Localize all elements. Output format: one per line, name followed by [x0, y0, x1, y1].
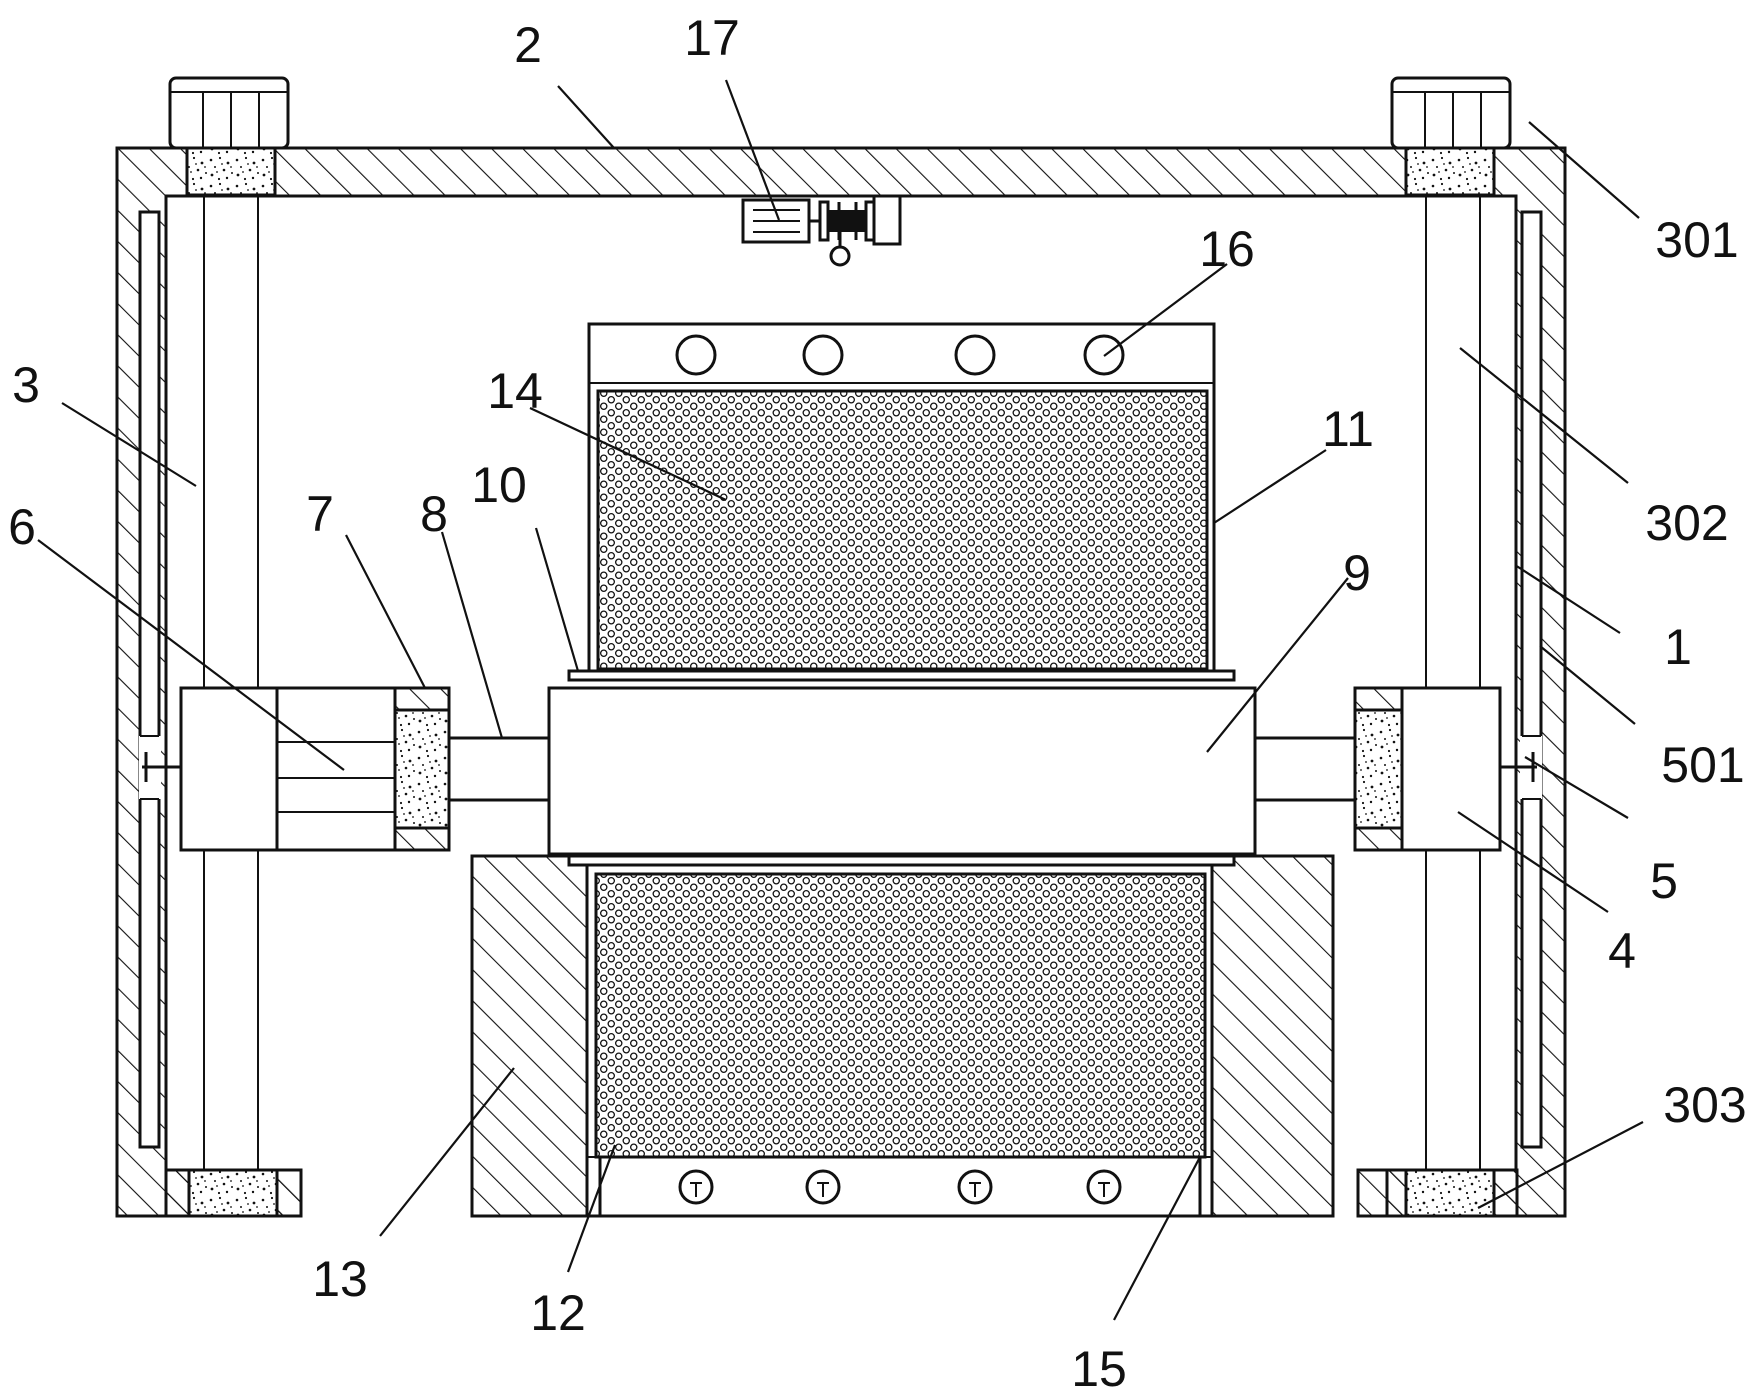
label-11: 11: [1322, 401, 1374, 457]
label-16: 16: [1199, 221, 1255, 277]
top-right-bearing: [1404, 146, 1496, 197]
top-left-bearing: [185, 146, 277, 197]
label-1: 1: [1664, 619, 1692, 675]
label-17: 17: [684, 10, 740, 66]
right-shaft: [1253, 736, 1357, 802]
right-motor-head: [1390, 76, 1512, 150]
left-motor-head: [168, 76, 290, 150]
roller: [547, 686, 1257, 856]
callout-labels: 2 17 301 16 3 14 11 10 302 7 8 6 9 1 501…: [8, 10, 1747, 1397]
right-guide-rail: [1520, 210, 1543, 1149]
label-15: 15: [1071, 1341, 1127, 1397]
upper-plate: [567, 669, 1236, 682]
label-9: 9: [1343, 545, 1371, 601]
spray-nozzles: [678, 1169, 1122, 1205]
left-bearing-housing: [393, 686, 451, 852]
left-guide-rail: [138, 210, 161, 1149]
left-moving-block: [179, 686, 397, 852]
label-6: 6: [8, 499, 36, 555]
left-support-block: [470, 854, 589, 1218]
bottom-left-bearing: [164, 1168, 303, 1218]
label-14: 14: [487, 363, 543, 419]
upper-honeycomb-panel-14: [596, 389, 1209, 671]
lower-honeycomb-panel-12: [594, 872, 1207, 1159]
bottom-right-bearing: [1385, 1168, 1519, 1218]
left-lead-screw: [203, 196, 259, 1170]
label-303: 303: [1663, 1077, 1746, 1133]
left-shaft: [447, 736, 551, 802]
label-301: 301: [1655, 212, 1738, 268]
right-support-block: [1210, 854, 1335, 1218]
label-7: 7: [306, 486, 334, 542]
leader-lines: [37, 79, 1644, 1321]
label-10: 10: [471, 457, 527, 513]
label-13: 13: [312, 1251, 368, 1307]
right-slider: [1500, 752, 1537, 782]
label-4: 4: [1608, 923, 1636, 979]
right-lead-screw: [1425, 196, 1481, 1170]
right-bearing-housing: [1353, 686, 1404, 852]
right-moving-block: [1400, 686, 1502, 852]
label-8: 8: [420, 486, 448, 542]
label-5: 5: [1650, 853, 1678, 909]
top-device-17: [741, 194, 902, 267]
label-3: 3: [12, 357, 40, 413]
left-slider: [142, 752, 180, 782]
label-2: 2: [514, 17, 542, 73]
label-501: 501: [1661, 737, 1744, 793]
label-302: 302: [1645, 495, 1728, 551]
label-12: 12: [530, 1285, 586, 1341]
